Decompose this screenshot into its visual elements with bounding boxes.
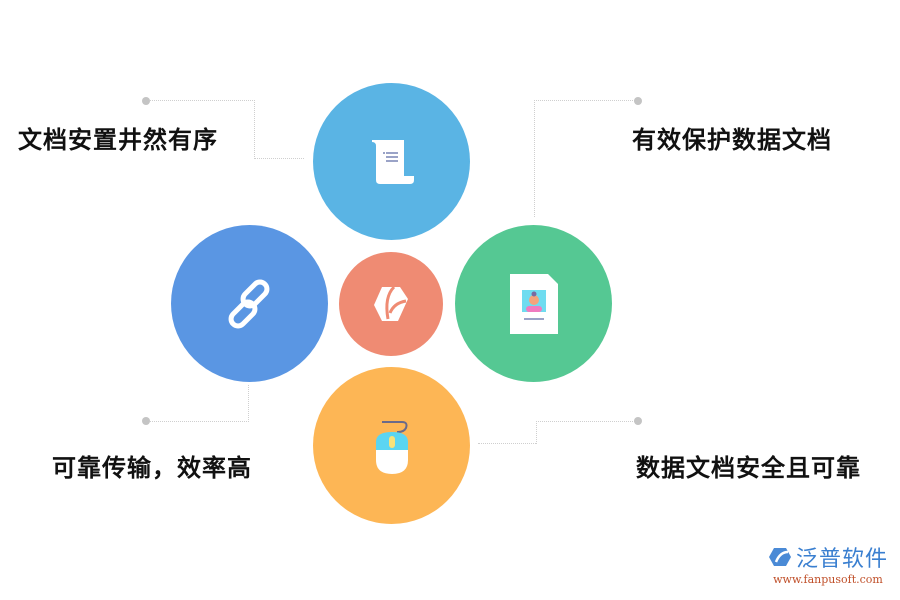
connector-bottom-left [146, 385, 249, 422]
connector-bottom-right [536, 421, 639, 444]
node-bottom-circle [313, 367, 470, 524]
node-top-label: 文档安置井然有序 [18, 126, 218, 154]
center-logo-circle [339, 252, 443, 356]
mouse-icon [375, 420, 408, 474]
node-right-label: 有效保护数据文档 [632, 126, 832, 154]
chain-link-icon [228, 279, 269, 328]
hexagon-leaf-logo-icon [374, 285, 408, 321]
connector-dot [142, 97, 150, 105]
scroll-document-icon [371, 139, 414, 184]
node-bottom-label: 数据文档安全且可靠 [636, 454, 861, 482]
connector-dot [634, 417, 642, 425]
brand-logo-icon [768, 548, 791, 566]
connector-top-left [146, 100, 255, 159]
connector-top-right [534, 100, 639, 217]
node-left-circle [171, 225, 328, 382]
node-right-circle [455, 225, 612, 382]
connector-dot [634, 97, 642, 105]
brand-name: 泛普软件 [795, 547, 888, 572]
id-card-document-icon [509, 273, 558, 334]
connector-dot [142, 417, 150, 425]
brand-url: www.fanpusoft.com [773, 573, 883, 586]
brand-logo: 泛普软件 www.fanpusoft.com [768, 541, 888, 586]
connector-bottom-right-2 [478, 443, 536, 444]
node-top-circle [313, 83, 470, 240]
node-left-label: 可靠传输，效率高 [52, 454, 252, 482]
connector-top-left-2 [254, 158, 304, 159]
